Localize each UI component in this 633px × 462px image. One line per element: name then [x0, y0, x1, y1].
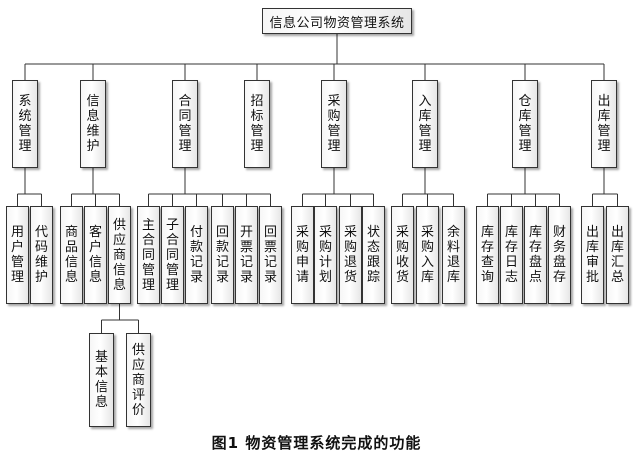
node-label: 采购收货: [395, 225, 409, 285]
level3-node: 供应商评价: [126, 333, 151, 427]
level1-node: 系统管理: [12, 80, 38, 168]
node-label: 出库汇总: [610, 225, 624, 285]
node-label: 采购计划: [318, 225, 332, 285]
level2-node: 代码维护: [30, 206, 53, 304]
level2-node: 采购退货: [339, 206, 362, 304]
node-label: 主合同管理: [141, 217, 155, 293]
level3-node: 基本信息: [89, 333, 114, 427]
root-node: 信息公司物资管理系统: [262, 8, 412, 34]
node-label: 供应商评价: [131, 342, 145, 418]
level2-node: 客户信息: [84, 206, 107, 304]
node-label: 采购入库: [420, 225, 434, 285]
node-label: 出库管理: [597, 94, 611, 154]
level2-node: 子合同管理: [161, 206, 184, 304]
node-label: 库存日志: [504, 225, 518, 285]
node-label: 状态跟踪: [366, 225, 380, 285]
node-label: 系统管理: [18, 94, 32, 154]
node-label: 信息维护: [86, 94, 100, 154]
level2-node: 余料退库: [442, 206, 465, 304]
node-label: 回票记录: [263, 225, 277, 285]
node-label: 供应商信息: [112, 217, 126, 293]
node-label: 回款记录: [215, 225, 229, 285]
node-label: 库存盘点: [528, 225, 542, 285]
level2-node: 出库汇总: [606, 206, 629, 304]
level1-node: 仓库管理: [512, 80, 538, 168]
level2-node: 库存盘点: [524, 206, 547, 304]
node-label: 代码维护: [34, 225, 48, 285]
level2-node: 付款记录: [185, 206, 208, 304]
level2-node: 财务盘存: [548, 206, 571, 304]
level2-node: 采购申请: [291, 206, 314, 304]
level1-node: 信息维护: [80, 80, 106, 168]
node-label: 基本信息: [94, 350, 108, 410]
level2-node: 库存查询: [476, 206, 499, 304]
node-label: 合同管理: [178, 94, 192, 154]
level2-node: 状态跟踪: [362, 206, 385, 304]
root-label: 信息公司物资管理系统: [269, 15, 405, 31]
node-label: 采购退货: [343, 225, 357, 285]
node-label: 付款记录: [189, 225, 203, 285]
level2-node: 出库审批: [581, 206, 604, 304]
node-label: 出库审批: [585, 225, 599, 285]
level2-node: 商品信息: [60, 206, 83, 304]
level2-node: 主合同管理: [137, 206, 160, 304]
node-label: 入库管理: [418, 94, 432, 154]
node-label: 仓库管理: [518, 94, 532, 154]
level2-node: 库存日志: [500, 206, 523, 304]
node-label: 采购申请: [295, 225, 309, 285]
node-label: 子合同管理: [165, 217, 179, 293]
node-label: 财务盘存: [552, 225, 566, 285]
level2-node: 采购入库: [416, 206, 439, 304]
level2-node: 采购计划: [314, 206, 337, 304]
level2-node: 回款记录: [211, 206, 234, 304]
level1-node: 采购管理: [321, 80, 347, 168]
node-label: 用户管理: [10, 225, 24, 285]
node-label: 商品信息: [64, 225, 78, 285]
node-label: 开票记录: [239, 225, 253, 285]
level1-node: 入库管理: [412, 80, 438, 168]
level1-node: 招标管理: [244, 80, 270, 168]
node-label: 招标管理: [250, 94, 264, 154]
figure-caption: 图1 物资管理系统完成的功能: [211, 434, 422, 452]
node-label: 余料退库: [446, 225, 460, 285]
node-label: 库存查询: [480, 225, 494, 285]
level2-node: 用户管理: [6, 206, 29, 304]
node-label: 客户信息: [88, 225, 102, 285]
level2-node: 回票记录: [259, 206, 282, 304]
level2-node: 采购收货: [391, 206, 414, 304]
level1-node: 出库管理: [591, 80, 617, 168]
level1-node: 合同管理: [172, 80, 198, 168]
level2-node: 开票记录: [235, 206, 258, 304]
level2-node: 供应商信息: [108, 206, 131, 304]
node-label: 采购管理: [327, 94, 341, 154]
